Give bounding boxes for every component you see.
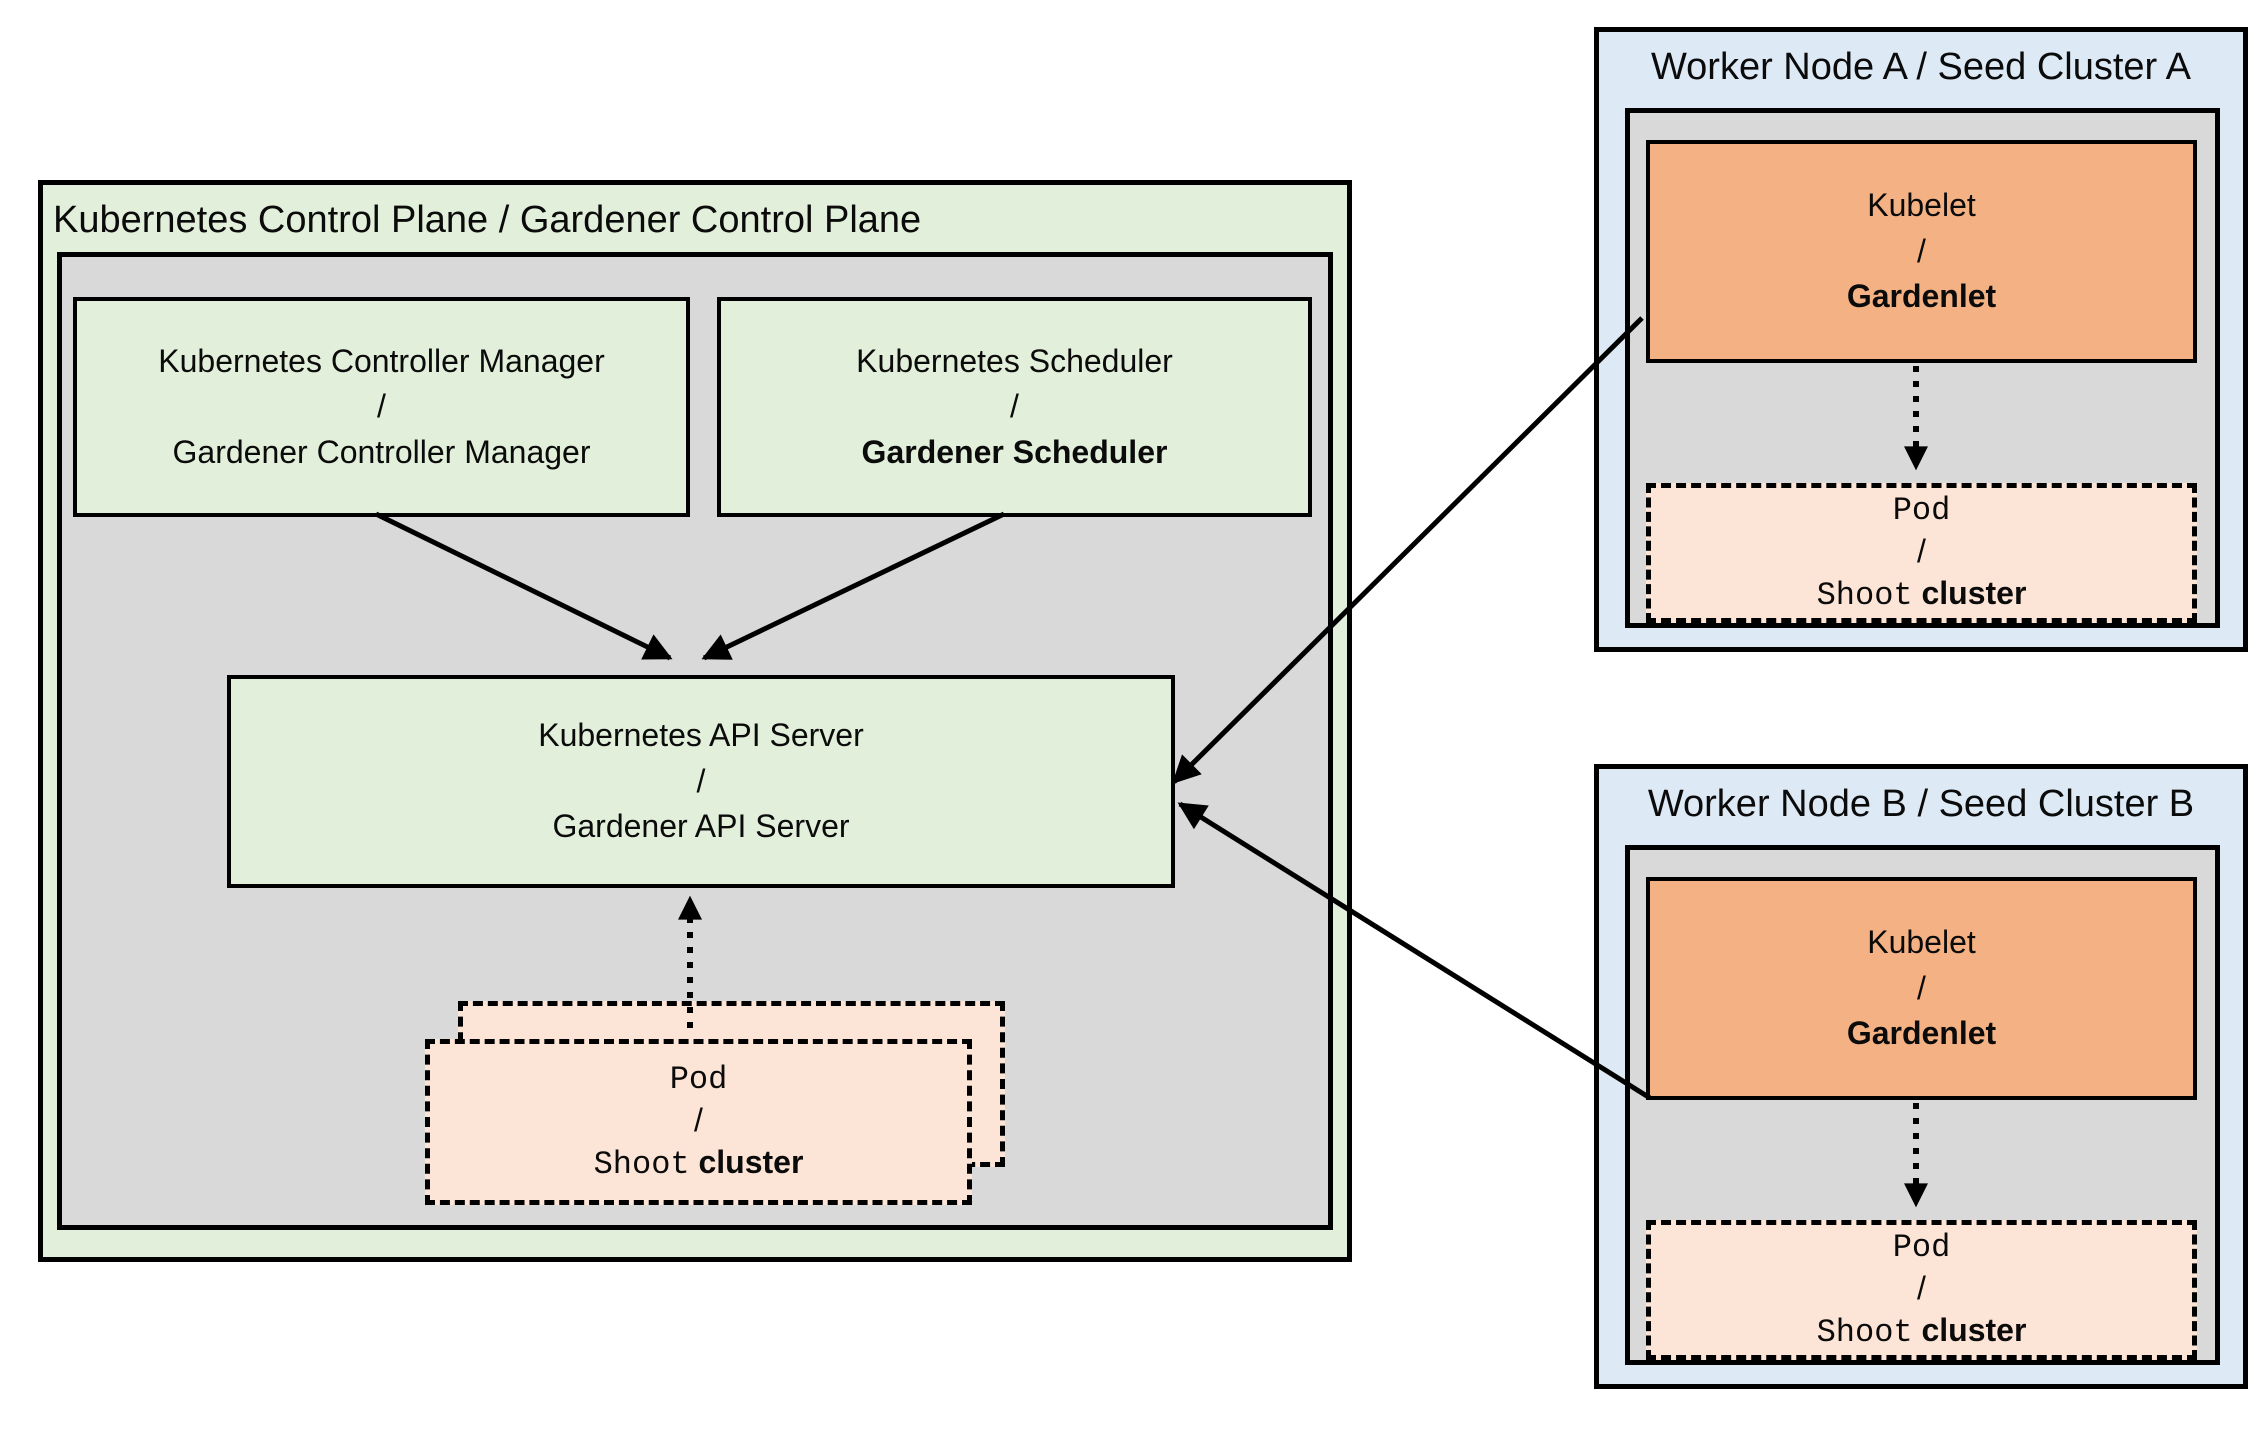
worker-node-b-box: Worker Node B / Seed Cluster B Kubelet /… — [1594, 764, 2248, 1389]
shoot-cluster-line: Shoot cluster — [1817, 573, 2027, 617]
scheduler-box: Kubernetes Scheduler / Gardener Schedule… — [717, 297, 1312, 517]
worker-node-a-inner-box: Kubelet / Gardenlet Pod / Shoot cluster — [1625, 108, 2220, 628]
pod-separator: / — [694, 1102, 703, 1139]
worker-a-kubelet-box: Kubelet / Gardenlet — [1646, 140, 2197, 363]
controller-manager-line-kubernetes: Kubernetes Controller Manager — [158, 342, 605, 379]
pod-line: Pod — [669, 1060, 728, 1098]
kubelet-separator: / — [1917, 969, 1926, 1006]
worker-a-pod-label: Pod / Shoot cluster — [1651, 488, 2192, 618]
controller-manager-label: Kubernetes Controller Manager / Gardener… — [77, 301, 686, 513]
worker-a-pod-box: Pod / Shoot cluster — [1646, 483, 2197, 623]
gardenlet-line: Gardenlet — [1846, 1015, 1997, 1052]
control-plane-inner-box: Kubernetes Controller Manager / Gardener… — [57, 252, 1333, 1230]
api-server-line-gardener: Gardener API Server — [552, 808, 850, 845]
api-server-box: Kubernetes API Server / Gardener API Ser… — [227, 675, 1175, 888]
kubelet-separator: / — [1917, 232, 1926, 269]
worker-a-kubelet-label: Kubelet / Gardenlet — [1650, 144, 2193, 359]
pod-line: Pod — [1892, 491, 1951, 529]
control-plane-pod-box: Pod / Shoot cluster — [425, 1039, 972, 1205]
pod-separator: / — [1917, 533, 1926, 570]
pod-separator: / — [1917, 1270, 1926, 1307]
scheduler-line-gardener: Gardener Scheduler — [861, 433, 1168, 470]
worker-node-b-title: Worker Node B / Seed Cluster B — [1647, 783, 2195, 825]
scheduler-separator: / — [1010, 388, 1019, 425]
pod-line: Pod — [1892, 1228, 1951, 1266]
control-plane-box: Kubernetes Control Plane / Gardener Cont… — [38, 180, 1352, 1262]
worker-node-b-inner-box: Kubelet / Gardenlet Pod / Shoot cluster — [1625, 845, 2220, 1365]
kubelet-line: Kubelet — [1867, 924, 1976, 961]
cluster-word: cluster — [1921, 574, 2027, 611]
cluster-word: cluster — [698, 1143, 804, 1180]
api-server-line-kubernetes: Kubernetes API Server — [538, 717, 864, 754]
scheduler-line-kubernetes: Kubernetes Scheduler — [856, 342, 1173, 379]
worker-node-a-box: Worker Node A / Seed Cluster A Kubelet /… — [1594, 27, 2248, 652]
control-plane-pod-label: Pod / Shoot cluster — [430, 1044, 967, 1200]
api-server-separator: / — [696, 762, 706, 799]
api-server-label: Kubernetes API Server / Gardener API Ser… — [231, 679, 1171, 884]
gardenlet-line: Gardenlet — [1846, 278, 1997, 315]
kubelet-line: Kubelet — [1867, 187, 1976, 224]
worker-b-pod-box: Pod / Shoot cluster — [1646, 1220, 2197, 1360]
shoot-cluster-line: Shoot cluster — [594, 1142, 804, 1186]
worker-b-pod-label: Pod / Shoot cluster — [1651, 1225, 2192, 1355]
shoot-cluster-line: Shoot cluster — [1817, 1310, 2027, 1354]
cluster-word: cluster — [1921, 1311, 2027, 1348]
worker-b-kubelet-label: Kubelet / Gardenlet — [1650, 881, 2193, 1096]
worker-node-a-title: Worker Node A / Seed Cluster A — [1650, 46, 2191, 88]
controller-manager-line-gardener: Gardener Controller Manager — [172, 433, 591, 470]
controller-manager-separator: / — [377, 388, 386, 425]
shoot-word: Shoot — [1816, 1313, 1913, 1351]
shoot-word: Shoot — [1816, 576, 1913, 614]
control-plane-title: Kubernetes Control Plane / Gardener Cont… — [53, 199, 922, 241]
worker-b-kubelet-box: Kubelet / Gardenlet — [1646, 877, 2197, 1100]
scheduler-label: Kubernetes Scheduler / Gardener Schedule… — [721, 301, 1308, 513]
shoot-word: Shoot — [593, 1145, 690, 1183]
controller-manager-box: Kubernetes Controller Manager / Gardener… — [73, 297, 690, 517]
